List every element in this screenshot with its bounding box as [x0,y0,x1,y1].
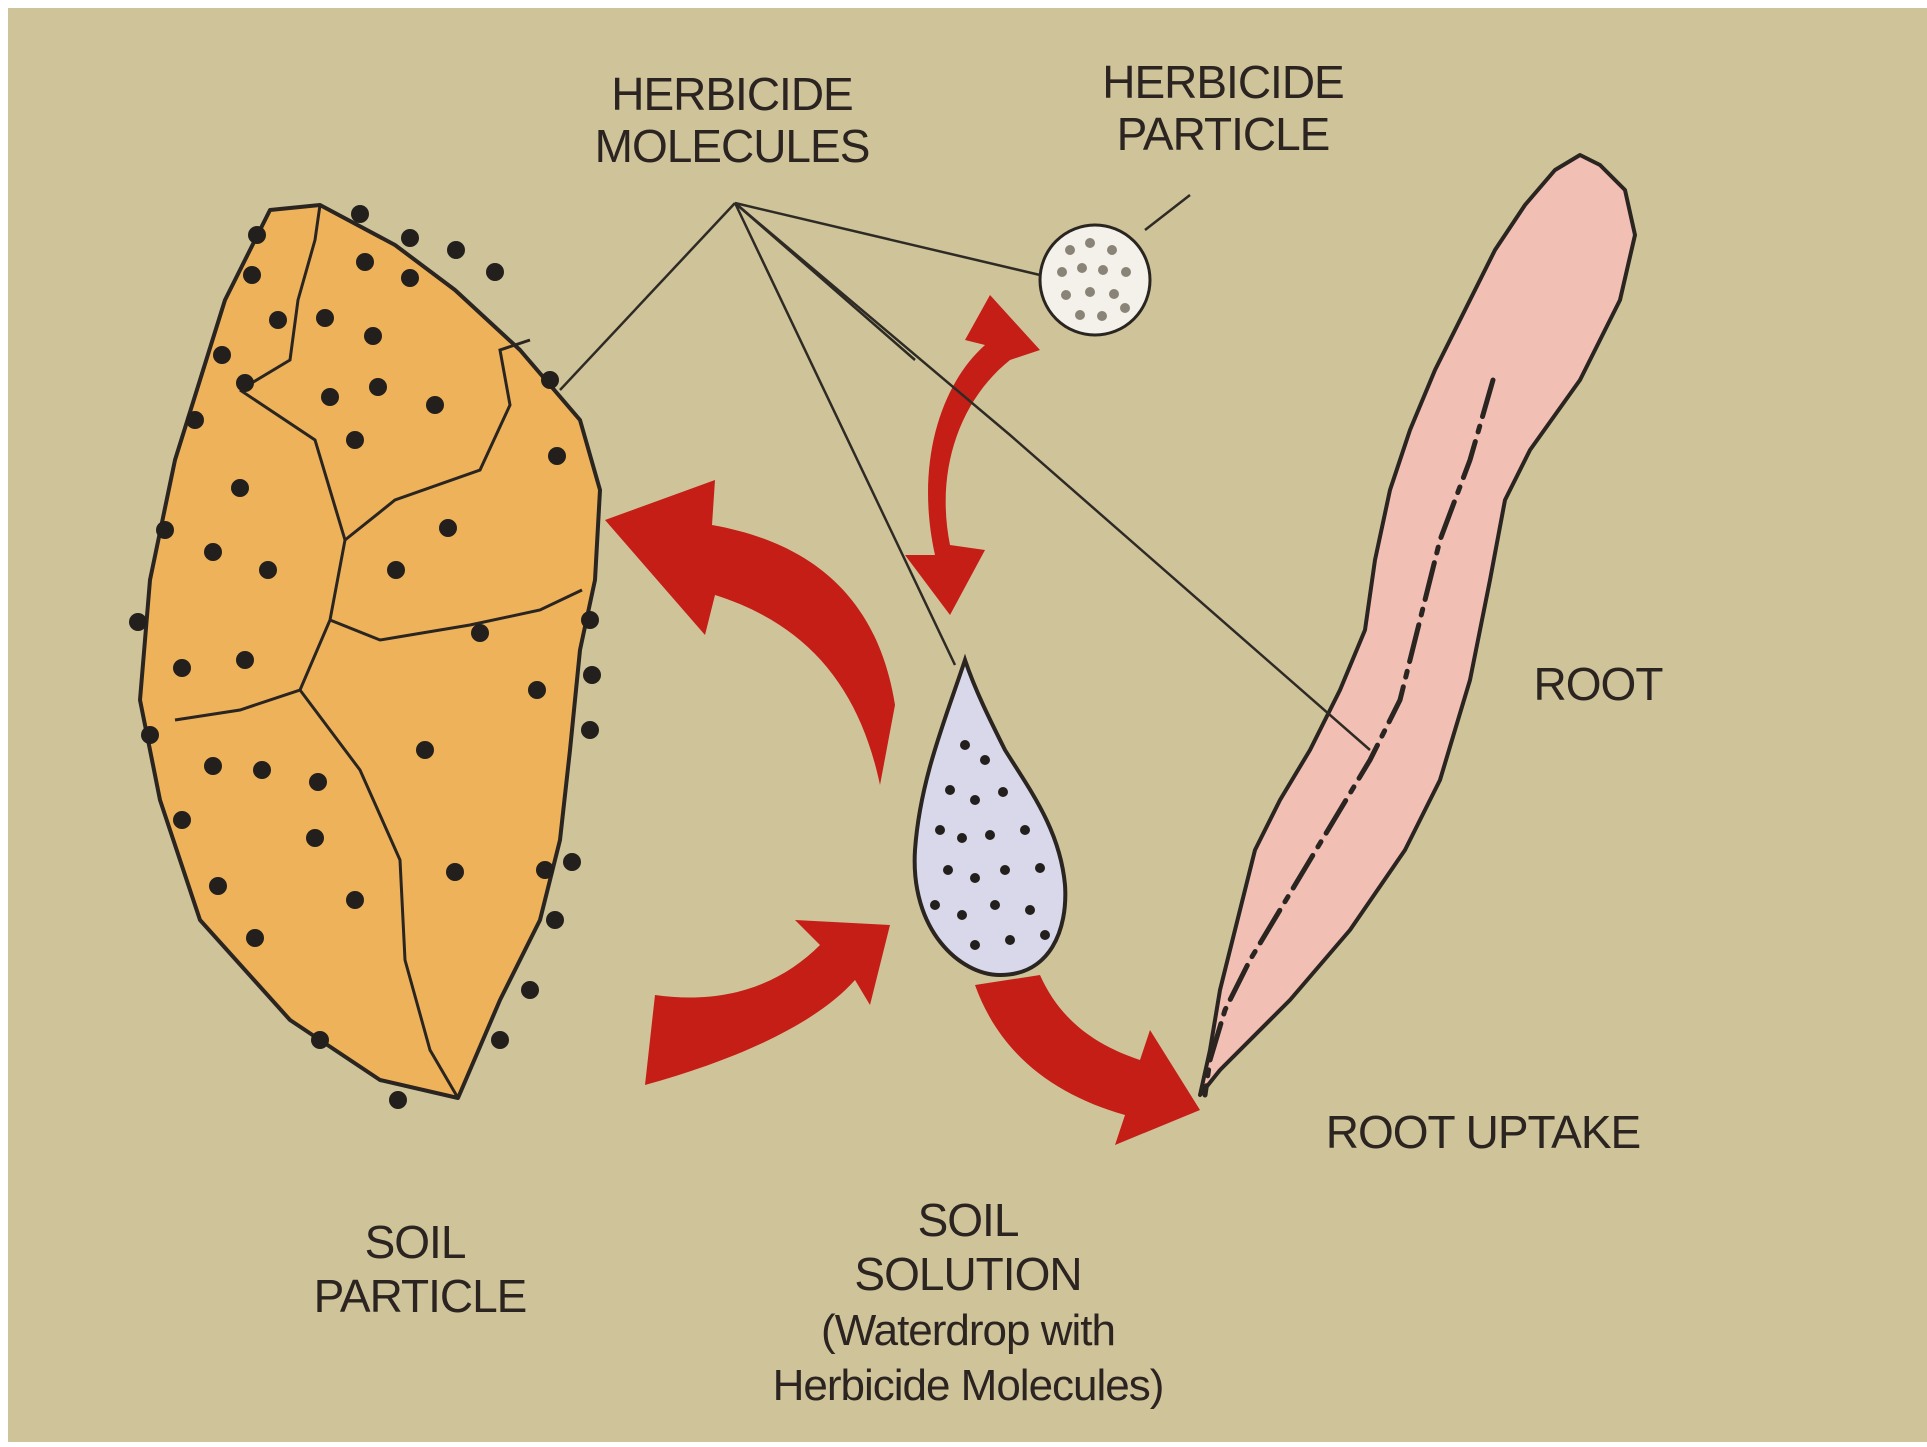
label-root: ROOT [1534,658,1664,710]
herbicide-particle [1040,225,1150,335]
soil-solution-line1: SOIL [918,1194,1019,1246]
herbicide-particle-body [1040,225,1150,335]
soil-solution-line3: (Waterdrop with [821,1306,1115,1355]
soil-solution-line2: SOLUTION [854,1248,1081,1300]
herbicide-particle-line2: PARTICLE [1117,108,1330,160]
soil-particle-line1: SOIL [365,1216,466,1268]
label-root-uptake: ROOT UPTAKE [1326,1106,1640,1158]
herbicide-particle-line1: HERBICIDE [1102,56,1343,108]
herbicide-molecules-line2: MOLECULES [595,120,870,172]
label-herbicide-particle: HERBICIDE PARTICLE [1102,56,1343,160]
herbicide-molecules-line1: HERBICIDE [611,68,852,120]
soil-particle-line2: PARTICLE [314,1270,527,1322]
soil-solution-line4: Herbicide Molecules) [773,1361,1164,1410]
label-herbicide-molecules: HERBICIDE MOLECULES [595,68,870,172]
